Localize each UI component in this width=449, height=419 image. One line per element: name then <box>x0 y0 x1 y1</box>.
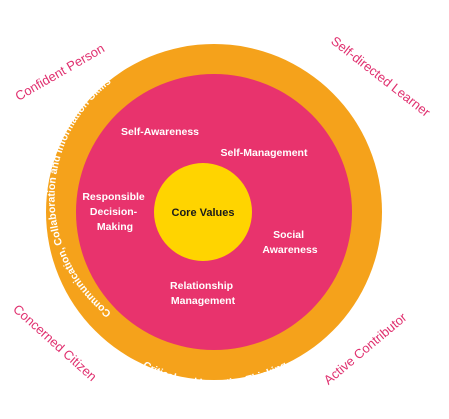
competency-relationship-management: Relationship Management <box>170 280 236 307</box>
core-values-label: Core Values <box>172 207 235 219</box>
core-circle <box>154 163 252 261</box>
competency-self-management: Self-Management <box>221 147 308 159</box>
competency-social-awareness: Social Awareness <box>262 229 317 256</box>
competency-self-awareness: Self-Awareness <box>121 126 199 138</box>
competency-responsible-decision-making: Responsible Decision- Making <box>82 191 147 233</box>
